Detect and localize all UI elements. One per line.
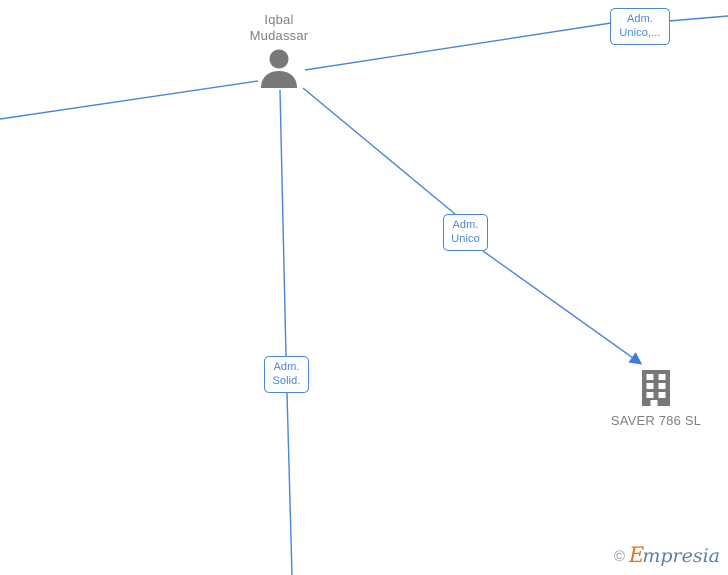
- edge-solid-to-bottom: [286, 392, 293, 575]
- building-icon: [642, 370, 670, 406]
- company-node-label: SAVER 786 SL: [610, 413, 702, 428]
- edge-person-to-left: [0, 80, 259, 120]
- brand-wordmark: Empresia: [629, 545, 720, 567]
- copyright-symbol: ©: [613, 547, 625, 565]
- person-node-label: Iqbal Mudassar: [249, 12, 309, 43]
- edge-label-adm-solid[interactable]: Adm. Solid.: [264, 356, 309, 393]
- brand-initial: E: [628, 543, 645, 567]
- node-person[interactable]: Iqbal Mudassar: [205, 12, 353, 88]
- edge-label-adm-unico[interactable]: Adm. Unico: [443, 214, 488, 251]
- brand-rest: mpresia: [642, 545, 720, 567]
- edge-person-to-unico-mid: [302, 87, 456, 215]
- edge-unico-top-to-right: [668, 15, 728, 22]
- watermark-empresia: © Empresia: [614, 545, 720, 567]
- node-company[interactable]: SAVER 786 SL: [588, 368, 724, 429]
- edge-person-to-unico-top: [304, 22, 612, 71]
- edge-person-to-solid: [279, 89, 287, 357]
- edge-unico-mid-to-company: [482, 250, 643, 365]
- person-icon: [261, 49, 297, 88]
- edge-label-adm-unico-top[interactable]: Adm. Unico,...: [610, 8, 670, 45]
